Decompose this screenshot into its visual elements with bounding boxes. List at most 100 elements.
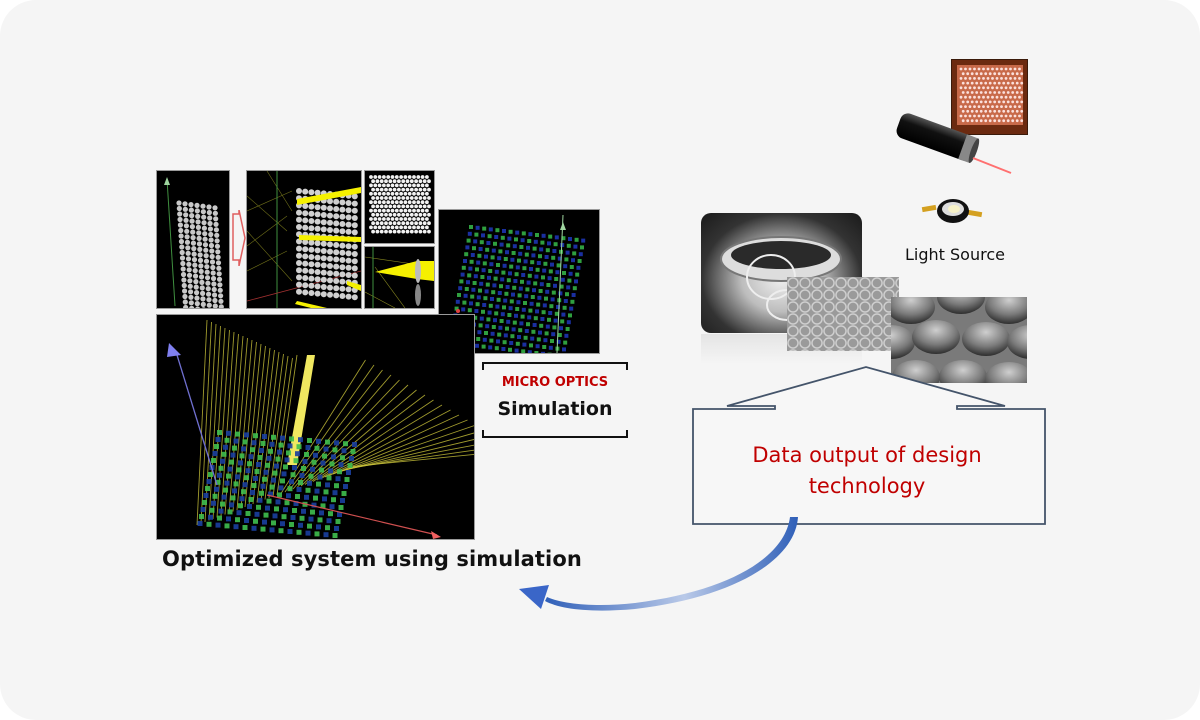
lens-dot [1011, 109, 1015, 113]
lens-dot [333, 220, 340, 227]
lens-dot [386, 191, 391, 196]
lens-dot [375, 221, 380, 226]
lens-dot [961, 91, 965, 94]
lens-dot [988, 100, 992, 104]
lens-dot [975, 119, 979, 123]
sem-illustration [891, 297, 1027, 383]
grid-cell [308, 473, 314, 479]
lens-dot [1013, 95, 1017, 99]
ray [352, 453, 474, 467]
grid-cell [467, 308, 472, 313]
lens-dot [204, 269, 210, 275]
lens-dot [418, 221, 423, 226]
lens-dot [351, 207, 358, 214]
grid-cell [512, 244, 517, 249]
grid-cell [514, 348, 519, 353]
grid-cell [256, 504, 261, 510]
grid-cell [469, 225, 473, 229]
lens-dot [405, 212, 410, 217]
grid-cell [305, 530, 311, 536]
lens-dot [416, 191, 421, 196]
grid-cell [311, 502, 317, 508]
lens-dot [308, 268, 315, 275]
lens-dot [373, 175, 378, 179]
lens-dot [308, 203, 315, 210]
ray [324, 414, 460, 478]
lens-dot [418, 212, 423, 217]
grid-cell [487, 310, 492, 315]
grid-cell [563, 340, 568, 345]
grid-cell [561, 236, 566, 241]
grid-cell [551, 255, 556, 260]
grid-cell [505, 285, 510, 289]
grid-cell [472, 281, 477, 285]
grid-cell [522, 342, 527, 347]
lens-dot [320, 291, 327, 298]
grid-cell [296, 444, 302, 450]
grid-cell [257, 455, 263, 460]
grid-cell [241, 489, 246, 495]
grid-cell [287, 443, 293, 449]
lens-dot [1006, 100, 1010, 104]
lens-dot [183, 212, 189, 218]
lens-dot [198, 274, 205, 280]
lens-dot [422, 221, 427, 226]
grid-cell [539, 323, 544, 328]
grid-cell [251, 483, 257, 488]
grid-cell [535, 344, 540, 349]
grid-cell [325, 525, 330, 531]
lens-dot [209, 248, 215, 254]
lens-dot [198, 263, 204, 269]
lens-dot [984, 81, 988, 85]
lens-dot [1002, 72, 1006, 76]
lens-dot [407, 175, 412, 179]
grid-cell [524, 329, 529, 333]
grid-cell [335, 476, 341, 482]
lens-dot [194, 208, 200, 214]
lens-dot [333, 278, 340, 284]
lens-dot [995, 77, 999, 80]
grid-cell [263, 469, 269, 475]
lens-dot [1002, 100, 1006, 104]
grid-cell [260, 441, 266, 446]
grid-cell [461, 307, 466, 312]
lens-dot [399, 191, 403, 196]
lens-dot [339, 199, 346, 206]
lens-dot [333, 263, 340, 270]
lens-dot [333, 206, 340, 212]
grid-cell [259, 490, 264, 496]
lens-dot [399, 200, 403, 205]
lens-dot [394, 175, 399, 179]
lens-dot [202, 236, 208, 242]
grid-cell [508, 306, 513, 311]
lens-dot [327, 255, 333, 262]
lens-dot [351, 251, 358, 257]
lens-dot [314, 283, 321, 290]
lens-dot [403, 217, 408, 221]
lens-dot [390, 175, 395, 179]
grid-cell [548, 311, 553, 315]
grid-cell [497, 332, 502, 337]
grid-cell [477, 330, 482, 335]
grid-cell [296, 529, 302, 535]
lens-dot [320, 276, 327, 283]
lens-dot [190, 235, 196, 241]
lens-dot [414, 221, 418, 226]
lens-dot [984, 91, 988, 94]
lens-dot [189, 213, 195, 219]
grid-cell [461, 265, 466, 270]
grid-cell [531, 253, 536, 258]
hex-lens-array-front [364, 170, 435, 244]
grid-cell [507, 236, 512, 241]
lens-dot [345, 250, 352, 257]
lens-dot [371, 221, 375, 226]
grid-cell [516, 300, 521, 305]
lens-dot [191, 246, 197, 252]
grid-cell [319, 467, 324, 473]
lens-dot [973, 67, 976, 71]
lens-dot [414, 229, 418, 234]
lens-dot [412, 200, 416, 205]
lens-dot [975, 100, 979, 104]
lens-dot [1000, 114, 1003, 118]
lens-dot [1018, 114, 1021, 118]
